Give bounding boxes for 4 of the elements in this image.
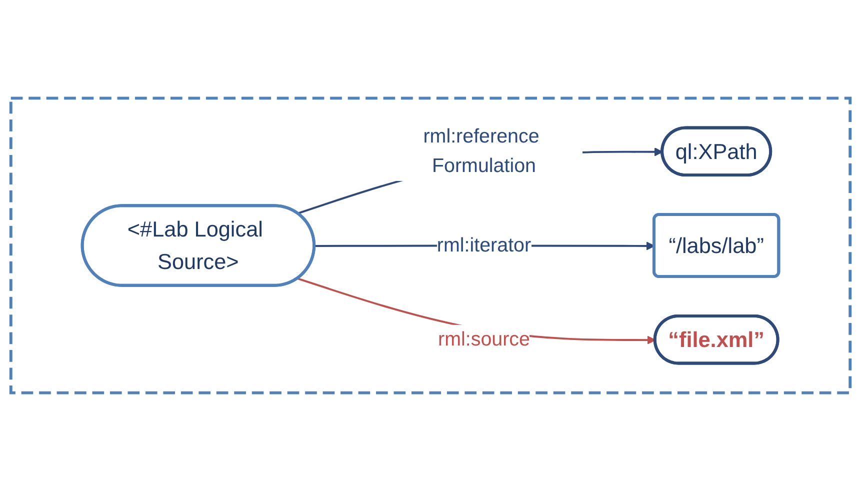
cluster xyxy=(9,96,852,394)
edge-label: rml:iterator xyxy=(436,234,532,256)
edge-label: rml:reference Formulation xyxy=(423,126,540,178)
edge-label: rml:source xyxy=(438,328,530,350)
